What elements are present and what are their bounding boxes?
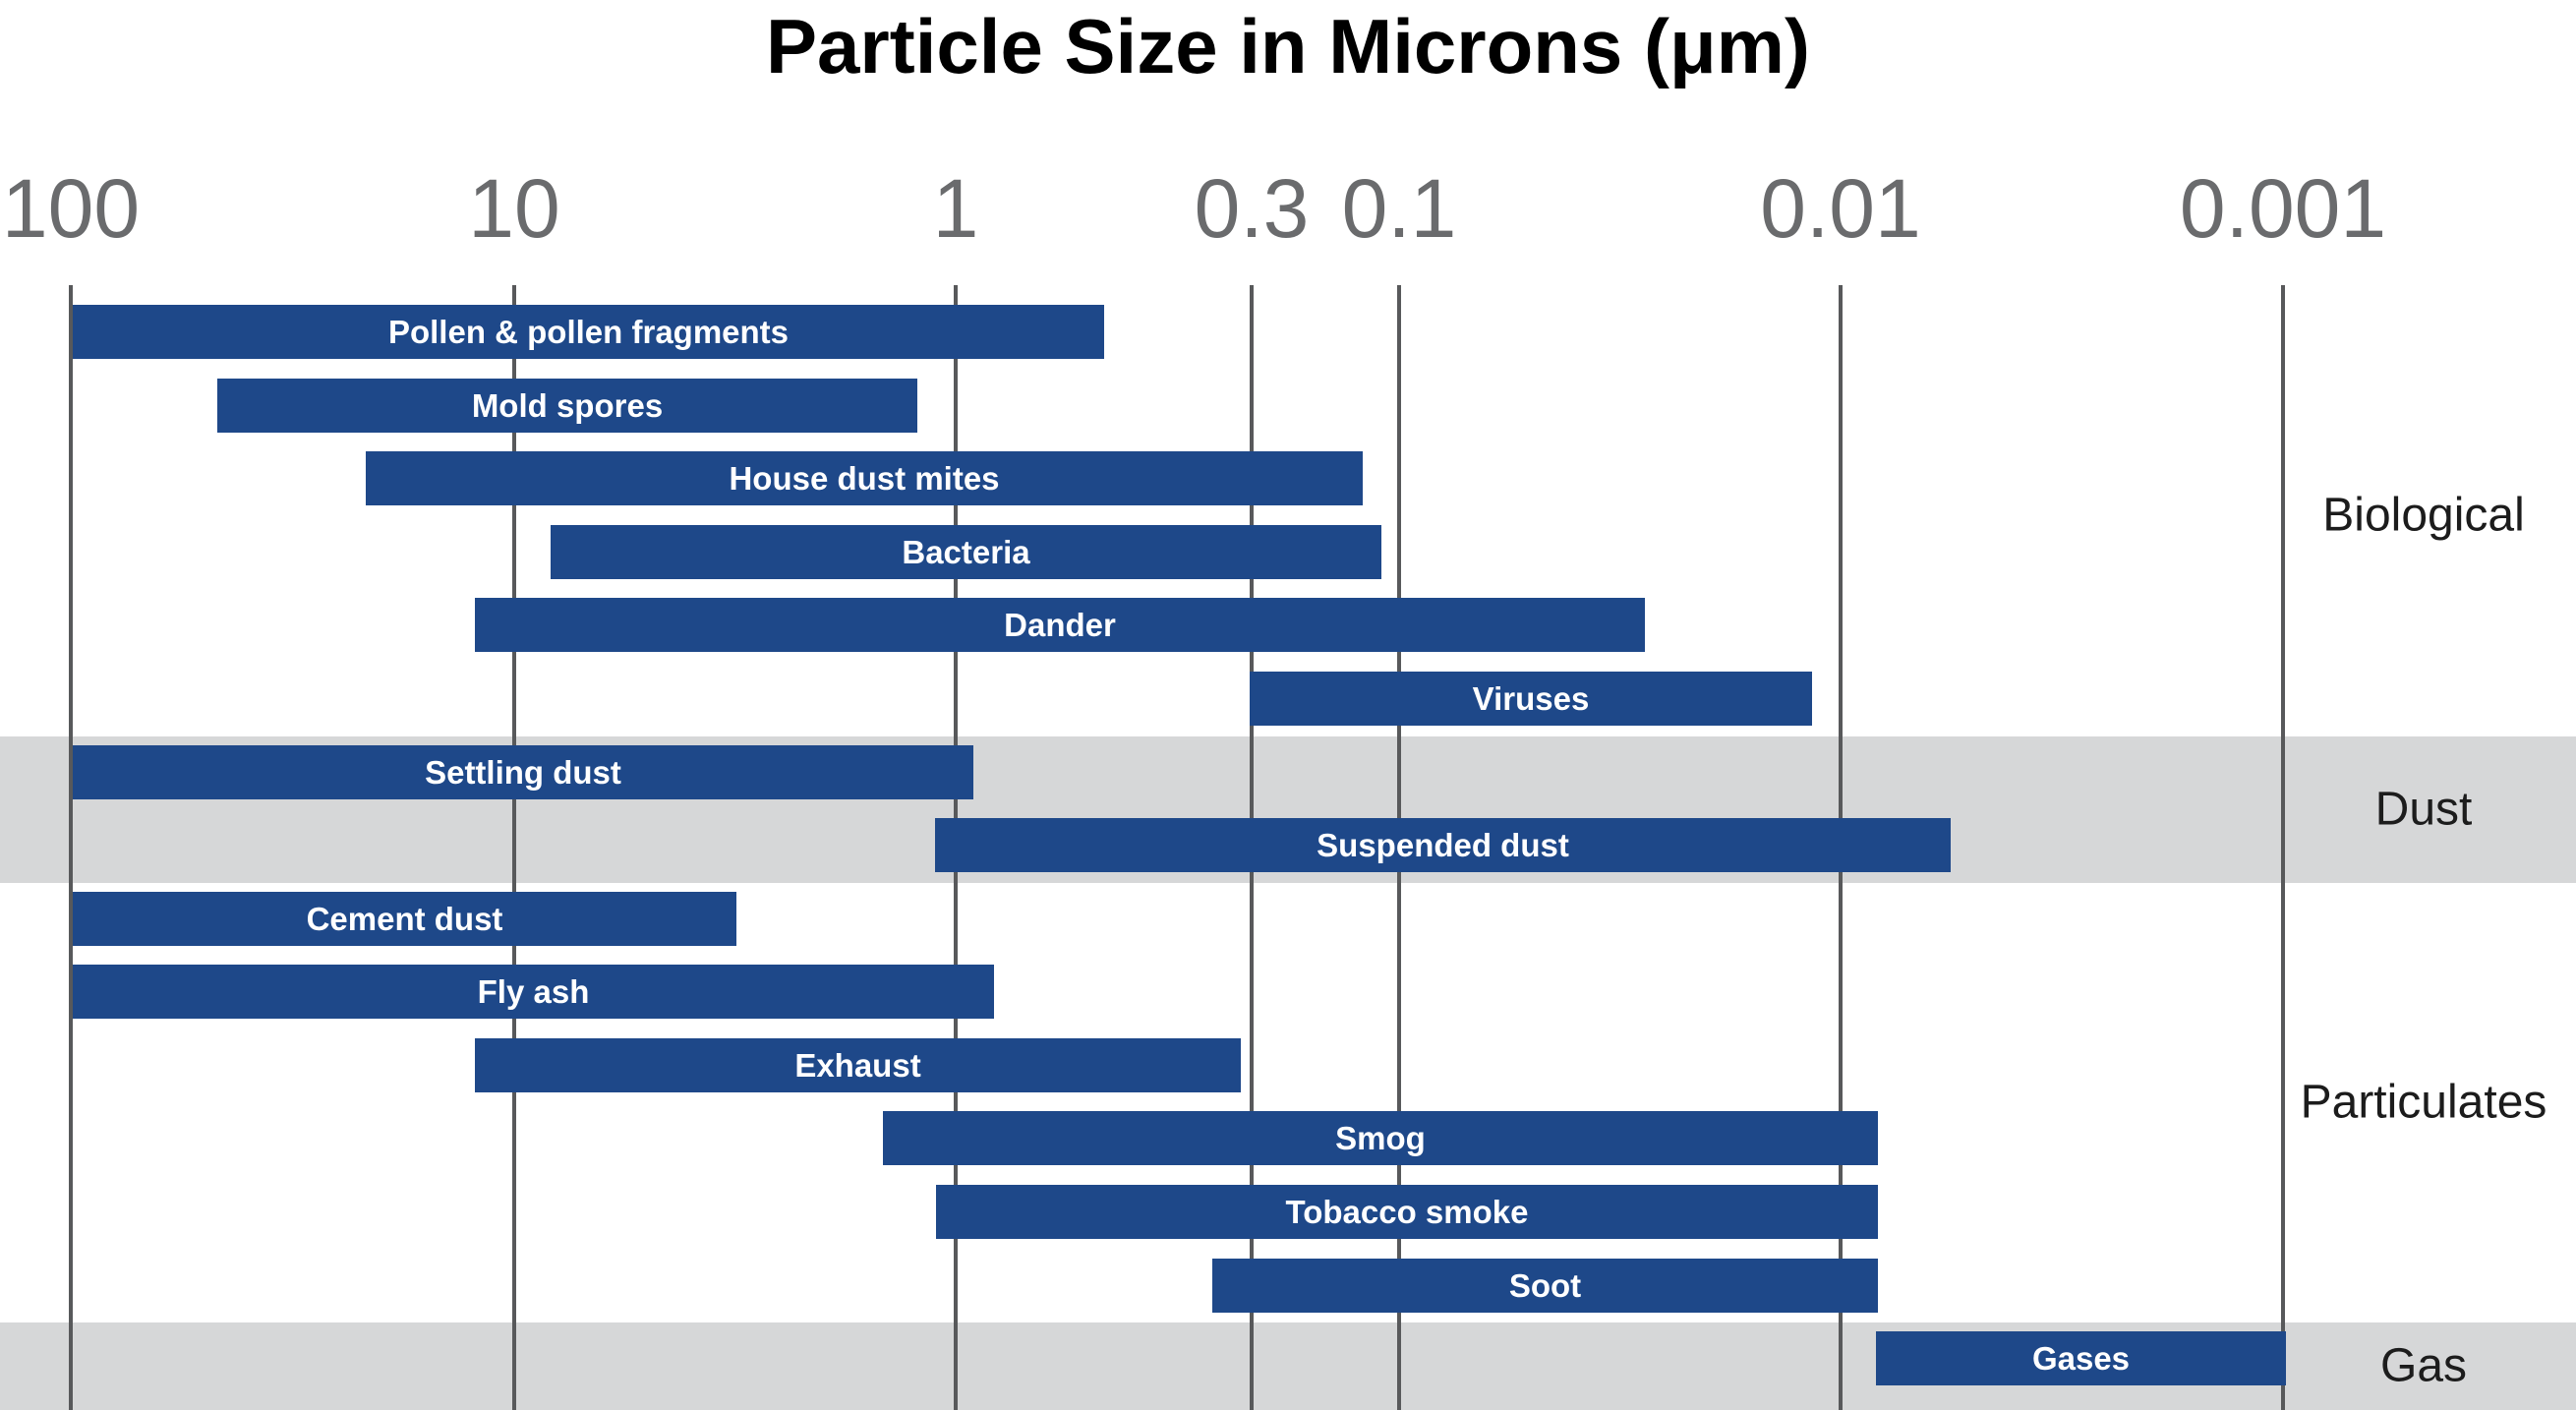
bar-label: Tobacco smoke <box>1285 1194 1529 1230</box>
range-bar: Viruses <box>1250 672 1812 726</box>
range-bar: Exhaust <box>475 1038 1241 1092</box>
axis-tick-label: 0.1 <box>1341 162 1457 255</box>
group-label-dust: Dust <box>2374 783 2473 836</box>
gridline-0.001 <box>2281 285 2285 1410</box>
range-bar: Bacteria <box>551 525 1381 579</box>
range-bar: Mold spores <box>217 379 917 433</box>
bar-label: Soot <box>1508 1267 1582 1304</box>
range-bar: Tobacco smoke <box>936 1185 1878 1239</box>
range-bar: Settling dust <box>73 745 973 799</box>
range-bar: House dust mites <box>366 451 1363 505</box>
bar-label: Pollen & pollen fragments <box>387 314 790 350</box>
bar-label: Settling dust <box>425 754 621 791</box>
axis-tick-label: 1 <box>932 162 979 255</box>
bar-label: Smog <box>1335 1120 1426 1156</box>
axis-tick-label: 100 <box>1 162 141 255</box>
range-bar: Cement dust <box>73 892 736 946</box>
axis-tick-label: 0.01 <box>1760 162 1921 255</box>
group-label-gas: Gas <box>2379 1339 2468 1392</box>
range-bar: Soot <box>1212 1259 1878 1313</box>
bar-label: Mold spores <box>471 387 664 424</box>
axis-tick-label: 0.001 <box>2179 162 2387 255</box>
range-bar: Pollen & pollen fragments <box>73 305 1104 359</box>
gridline-10 <box>512 285 516 1410</box>
bar-label: Viruses <box>1472 680 1590 717</box>
bar-label: Cement dust <box>306 901 503 937</box>
gridline-100 <box>69 285 73 1410</box>
range-bar: Gases <box>1876 1331 2286 1385</box>
group-label-biological: Biological <box>2322 489 2525 542</box>
bar-label: Exhaust <box>794 1047 921 1084</box>
axis-tick-label: 10 <box>468 162 560 255</box>
range-bar: Fly ash <box>73 965 994 1019</box>
bar-label: Bacteria <box>902 534 1030 570</box>
bar-label: Gases <box>2031 1340 2131 1377</box>
range-bar: Dander <box>475 598 1645 652</box>
bar-label: Fly ash <box>477 973 590 1010</box>
bar-label: House dust mites <box>729 460 1000 497</box>
bar-label: Suspended dust <box>1317 827 1569 863</box>
range-bar: Suspended dust <box>935 818 1951 872</box>
group-label-particulates: Particulates <box>2300 1076 2547 1129</box>
axis-tick-label: 0.3 <box>1194 162 1310 255</box>
chart-title: Particle Size in Microns (μm) <box>766 3 1810 89</box>
range-bar: Smog <box>883 1111 1878 1165</box>
bar-label: Dander <box>1004 607 1116 643</box>
